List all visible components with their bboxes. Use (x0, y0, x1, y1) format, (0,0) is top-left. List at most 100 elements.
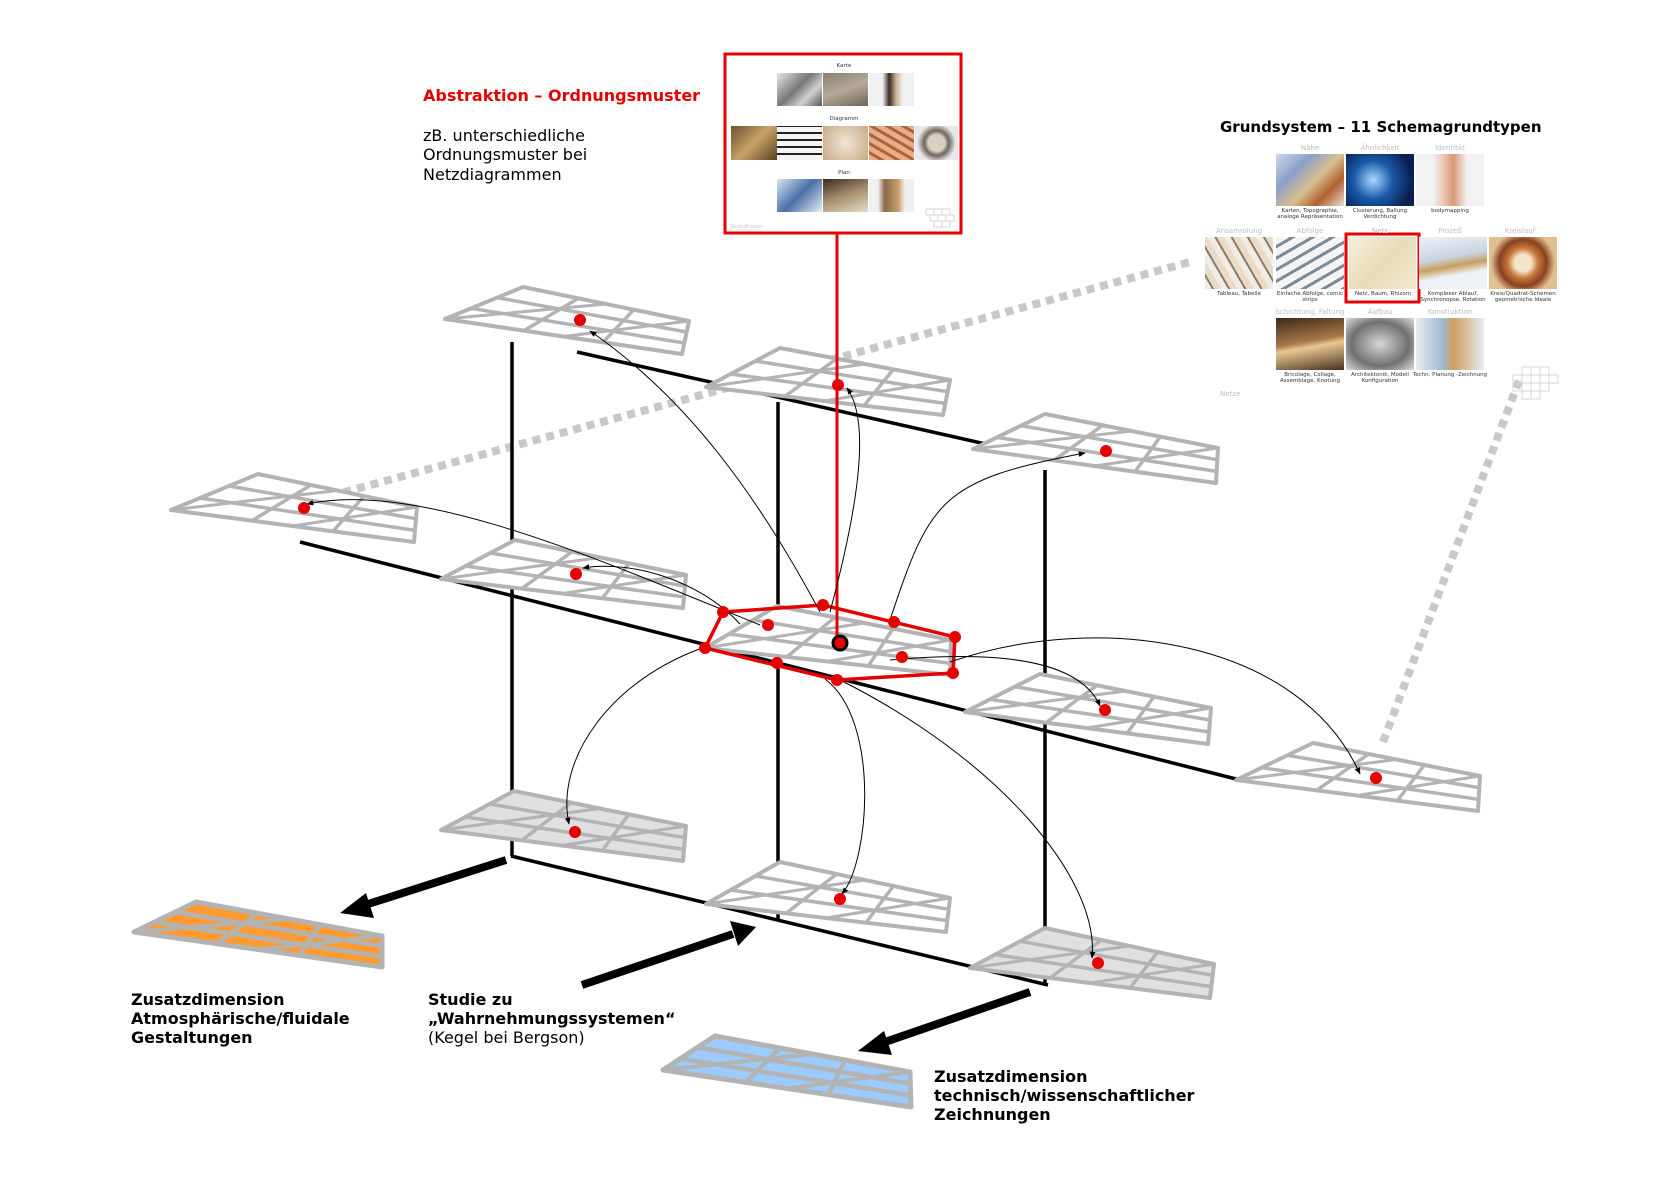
dot-mid-left (570, 568, 582, 580)
grund-header-konstruktion: Konstruktion (1427, 308, 1473, 316)
dot-hex-7 (699, 642, 711, 654)
dot-bottom-middle (834, 893, 846, 905)
grund-thumb-aufbau (1346, 318, 1414, 370)
grund-thumb-aehnlichkeit (1346, 154, 1414, 206)
grund-header-kreislauf: Kreislauf (1504, 227, 1536, 235)
panel-section-bottom: Plan (838, 170, 850, 176)
grundsystem-grid-icon (1512, 366, 1559, 400)
curved-arrows (306, 330, 1361, 959)
dot-top-left (574, 314, 586, 326)
diagram-thumbnail-2 (777, 126, 822, 160)
grund-header-prozess: Prozeß (1438, 227, 1462, 235)
grund-caption-abfolge: Einfache Abfolge, comic strips (1276, 291, 1344, 304)
grund-side-label: Netze (1220, 390, 1241, 398)
plane-center (703, 604, 953, 677)
grund-caption-ansammlung: Tableau, Tabelle (1217, 291, 1261, 297)
plan-thumbnail-3 (869, 179, 914, 212)
grund-header-schichtung: Schichtung, Faltung (1275, 308, 1345, 316)
dot-bottom-right (1092, 957, 1104, 969)
grund-header-identitaet: Identität (1435, 144, 1465, 152)
plane-top-middle (704, 346, 952, 417)
dot-top-middle (832, 379, 844, 391)
dot-top-right (1100, 445, 1112, 457)
grund-caption-konstruktion: Techn. Planung -Zeichnung (1412, 372, 1488, 378)
node-dots (298, 314, 1382, 969)
map-thumbnail-3 (869, 73, 914, 106)
abstraction-desc-line2: Ordnungsmuster bei (423, 145, 588, 164)
dot-center (831, 634, 849, 652)
plane-top-left (443, 285, 691, 356)
curve-arrow-10 (839, 679, 1096, 959)
grund-header-aufbau: Aufbau (1367, 308, 1393, 316)
connector-lines (328, 258, 1524, 744)
grund-caption-aufbau: Architektonik, Modell Konfiguration (1351, 372, 1409, 385)
dot-far-right (1370, 772, 1382, 784)
curve-arrow-6 (889, 656, 1101, 707)
plane-bottom-middle (704, 860, 952, 934)
grundsystem-title: Grundsystem – 11 Schemagrundtypen (1220, 118, 1542, 136)
diagram-thumbnail-1 (731, 126, 777, 160)
big-arrows (340, 856, 1032, 1055)
abstraction-title: Abstraktion – Ordnungsmuster (423, 86, 701, 105)
plane-blue (660, 1033, 914, 1110)
grund-header-naehe: Nähe (1300, 144, 1320, 152)
dot-hex-5 (947, 667, 959, 679)
grund-caption-netz: Netz, Baum, Rhizom (1355, 291, 1411, 297)
grund-caption-kreislauf: Kreis/Quadrat-Schemen geometrische Ideal… (1490, 291, 1556, 304)
grund-header-abfolge: Abfolge (1296, 227, 1324, 235)
plane-top-right (971, 412, 1220, 485)
panel-section-top: Karte (836, 63, 852, 69)
grund-caption-aehnlichkeit: Clusterung, Ballung Verdichtung (1352, 208, 1408, 221)
curve-arrow-3 (889, 451, 1086, 621)
map-thumbnail-2 (823, 73, 868, 106)
grund-thumb-konstruktion (1416, 318, 1484, 370)
dot-hex-4 (949, 631, 961, 643)
curve-arrow-2 (829, 387, 861, 613)
label-study-line3: (Kegel bei Bergson) (428, 1028, 585, 1047)
diagram-thumbnail-3 (823, 126, 868, 160)
grund-thumb-identitaet (1416, 154, 1484, 206)
grund-header-ansammlung: Ansammlung (1215, 227, 1263, 235)
dot-hex-8 (762, 619, 774, 631)
dot-mid-right (1099, 704, 1111, 716)
grund-thumb-abfolge (1276, 237, 1344, 289)
label-technical-line3: Zeichnungen (934, 1105, 1051, 1124)
panel-section-mid: Diagramm (829, 116, 859, 122)
grund-thumb-kreislauf (1489, 237, 1557, 289)
plane-mid-right (963, 672, 1213, 746)
label-technical-line2: technisch/wissenschaftlicher (934, 1086, 1195, 1105)
plane-mid-far-left (169, 472, 419, 544)
abstraction-desc-line1: zB. unterschiedliche (423, 126, 585, 145)
plan-thumbnail-1 (777, 179, 822, 212)
label-study-line2: „Wahrnehmungssystemen“ (428, 1009, 676, 1028)
curve-arrow-7 (949, 637, 1361, 775)
grund-caption-schichtung: Bricolage, Collage, Assemblage, Knotung (1279, 372, 1341, 385)
plane-orange (131, 899, 385, 970)
dot-bottom-left (569, 826, 581, 838)
curve-arrow-8 (564, 646, 706, 825)
dot-hex-6 (831, 674, 843, 686)
grund-thumb-schichtung (1276, 318, 1344, 370)
grund-thumb-ansammlung (1205, 237, 1273, 289)
plane-far-right (1234, 741, 1482, 813)
grund-thumb-naehe (1276, 154, 1344, 206)
abstraction-desc-line3: Netzdiagrammen (423, 165, 562, 184)
diagram-thumbnail-4 (869, 126, 914, 160)
dot-hex-3 (888, 616, 900, 628)
grund-caption-prozess: Komplexer Ablauf, Synchronopse, Rotation (1420, 291, 1486, 304)
diagram-thumbnail-5 (915, 126, 958, 160)
plane-bottom-left (439, 789, 688, 863)
label-atmospheric-line1: Zusatzdimension (131, 990, 285, 1009)
map-thumbnail-1 (777, 73, 822, 106)
curve-arrow-1 (589, 330, 821, 613)
grund-thumb-netz (1349, 237, 1416, 289)
grund-header-aehnlichkeit: Ähnlichkeit (1360, 144, 1400, 152)
dot-hex-2 (817, 599, 829, 611)
panel-footer: Grundtypen (730, 224, 763, 230)
dot-mid-far-left (298, 502, 310, 514)
grid-planes (131, 285, 1482, 1110)
label-study-line1: Studie zu (428, 990, 513, 1009)
dot-hex-10 (771, 657, 783, 669)
dot-hex-9 (896, 651, 908, 663)
label-technical-line1: Zusatzdimension (934, 1067, 1088, 1086)
